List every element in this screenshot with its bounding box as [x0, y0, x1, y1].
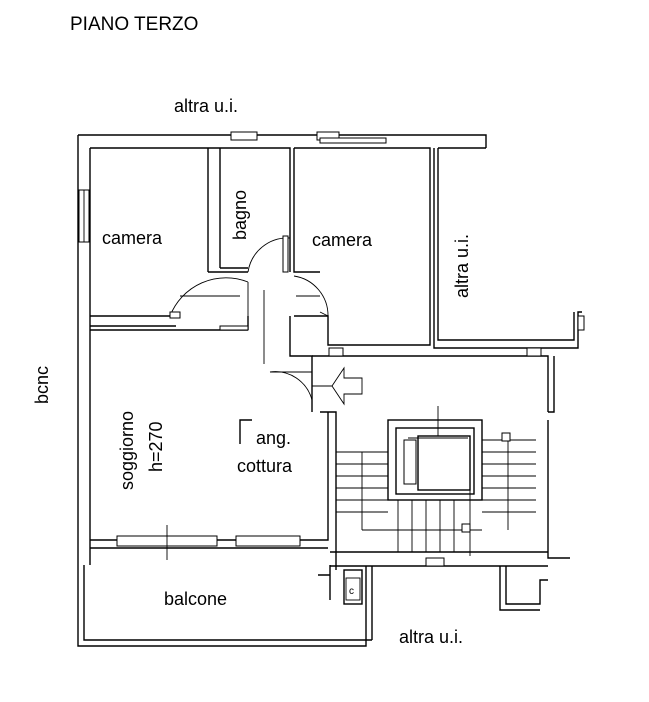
label-balcone: balcone: [164, 589, 227, 609]
outer-walls: [77, 134, 582, 647]
label-bagno: bagno: [230, 190, 250, 240]
kitchen-counter: [239, 419, 252, 444]
entrance-arrow-icon: [331, 366, 363, 406]
label-camera-right: camera: [312, 230, 373, 250]
doors: [169, 235, 329, 401]
plan-title: PIANO TERZO: [70, 14, 198, 35]
windows: [78, 131, 585, 567]
label-ceiling-height: h=270: [146, 421, 166, 472]
label-camera-left: camera: [102, 228, 163, 248]
label-bcnc: bcnc: [32, 366, 52, 404]
label-cottura: cottura: [237, 456, 293, 476]
stairwell: [336, 432, 536, 556]
label-altra-ui-right: altra u.i.: [452, 234, 472, 298]
label-altra-ui-top: altra u.i.: [174, 96, 238, 116]
elevator: [387, 406, 483, 501]
label-cabinet: c: [349, 586, 354, 597]
label-ang: ang.: [256, 428, 291, 448]
label-altra-ui-bottom: altra u.i.: [399, 627, 463, 647]
label-soggiorno: soggiorno: [117, 411, 137, 490]
balcony-cabinet: c: [343, 569, 363, 605]
